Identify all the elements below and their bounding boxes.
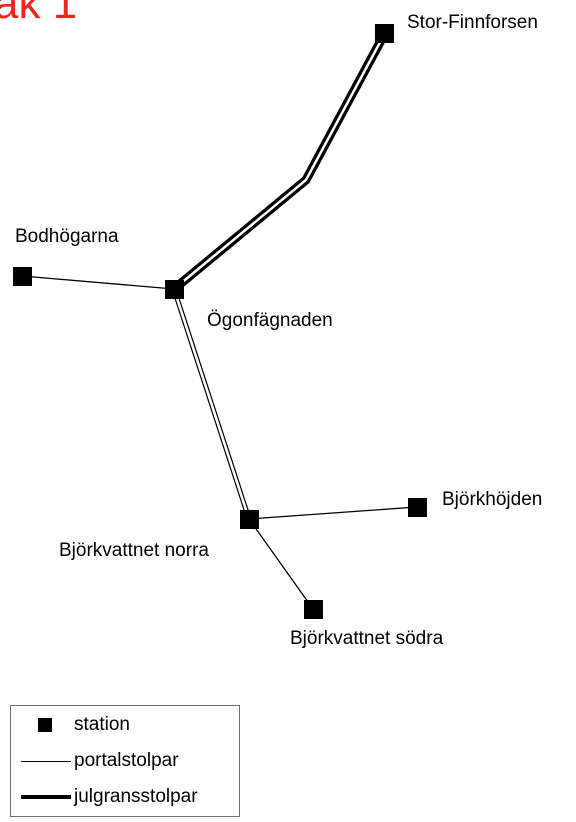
station-label-bjorkhojden: Björkhöjden [442, 489, 543, 510]
station-square-icon [11, 714, 71, 738]
station-marker-bjorkvattnet-sodra [304, 600, 323, 619]
legend-item-julgransstolpar: julgransstolpar [11, 786, 239, 810]
legend-label-julgransstolpar: julgransstolpar [74, 786, 198, 807]
station-marker-ogonfagnaden [165, 280, 184, 299]
station-label-ogonfagnaden: Ögonfägnaden [207, 310, 333, 331]
line-bjorkvattnet-norra-bjorkhojden [248, 506, 418, 520]
thin-line-icon [11, 750, 71, 774]
station-marker-stor-finnforsen [375, 24, 394, 43]
page-title: ak 1 [0, 0, 78, 28]
station-label-bodhogarna: Bodhögarna [15, 226, 119, 247]
line-ogonfagnaden-stor-finnforsen [171, 30, 389, 293]
station-marker-bjorkhojden [408, 498, 427, 517]
station-label-stor-finnforsen: Stor-Finnforsen [407, 12, 538, 33]
legend: station portalstolpar julgransstolpar [10, 705, 240, 817]
legend-label-station: station [74, 714, 130, 735]
station-label-bjorkvattnet-sodra: Björkvattnet södra [290, 628, 444, 649]
line-ogonfagnaden-bjorkvattnet-norra [171, 288, 252, 520]
thick-line-icon [11, 786, 71, 810]
legend-label-portalstolpar: portalstolpar [74, 750, 179, 771]
line-bjorkvattnet-norra-bjorkvattnet-sodra [248, 518, 314, 610]
legend-item-portalstolpar: portalstolpar [11, 750, 239, 774]
legend-item-station: station [11, 714, 239, 738]
station-label-bjorkvattnet-norra: Björkvattnet norra [59, 540, 209, 561]
station-marker-bjorkvattnet-norra [240, 510, 259, 529]
station-marker-bodhogarna [13, 267, 32, 286]
line-bodhogarna-ogonfagnaden [21, 275, 175, 290]
